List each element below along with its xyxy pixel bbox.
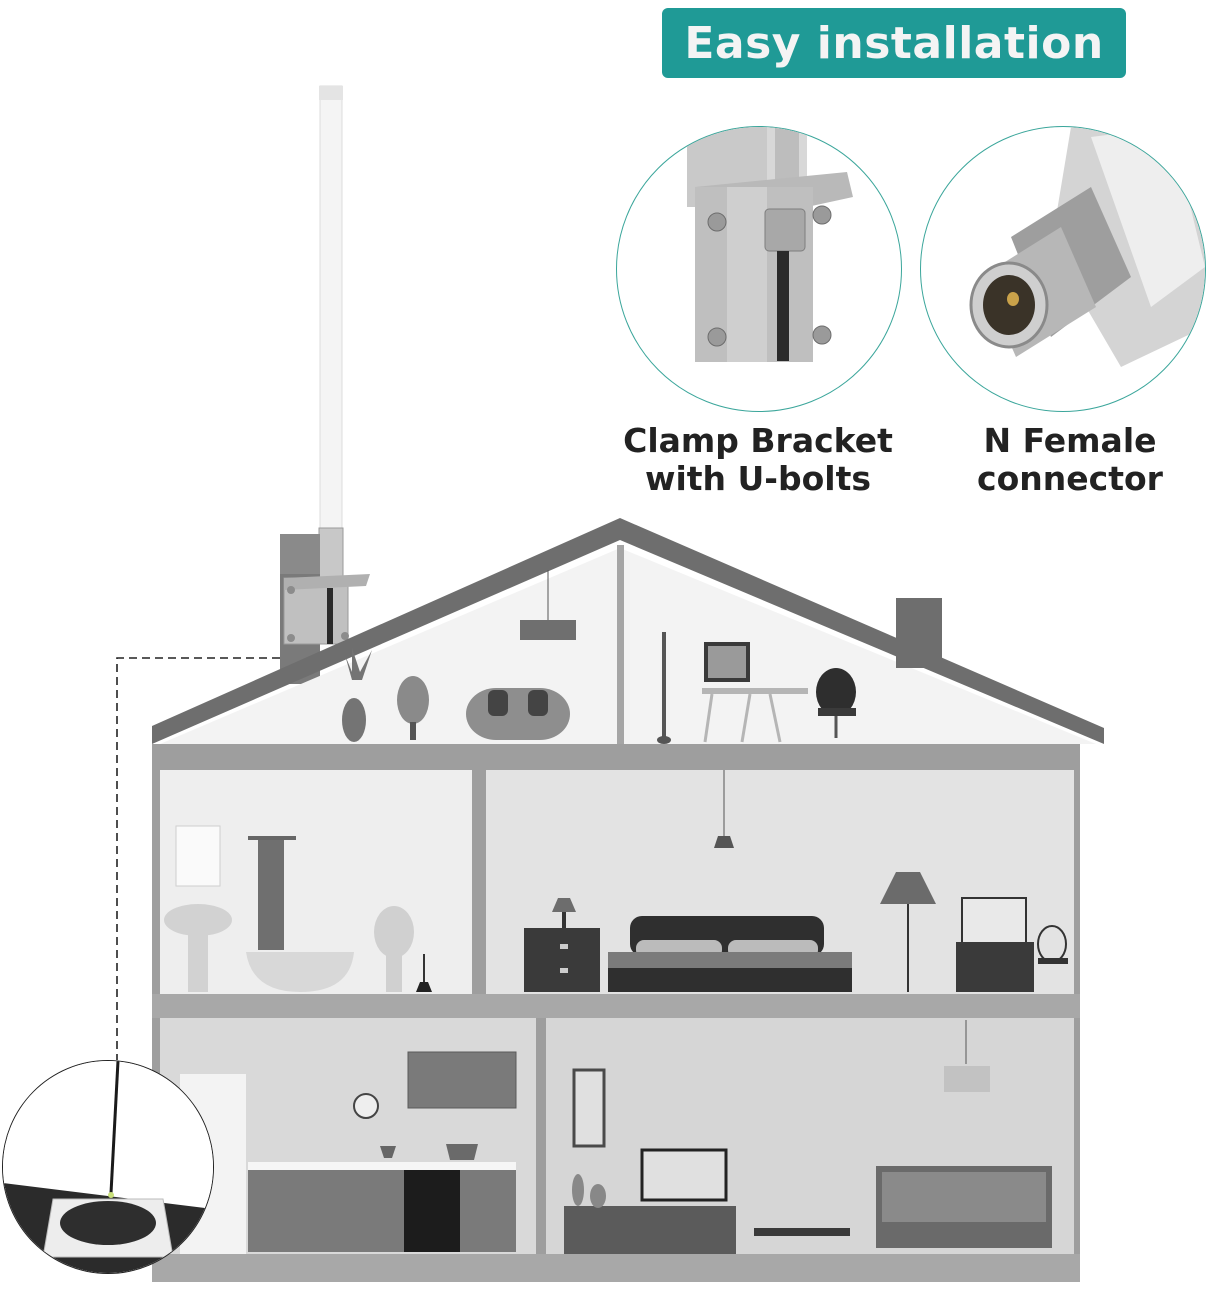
clamp-bracket-label-line2: with U-bolts bbox=[644, 459, 872, 498]
n-female-label-line2: connector bbox=[977, 459, 1163, 498]
roof bbox=[152, 518, 1104, 745]
indoor-device-icon bbox=[3, 1061, 213, 1273]
antenna-icon bbox=[318, 85, 344, 589]
bathroom-furniture bbox=[164, 825, 432, 992]
clamp-bracket-label: Clamp Bracket with U-bolts bbox=[608, 422, 908, 498]
clamp-bracket-icon bbox=[687, 127, 853, 362]
attic-right-furniture bbox=[657, 632, 856, 744]
indoor-device-closeup bbox=[2, 1060, 214, 1274]
n-female-label-line1: N Female bbox=[983, 421, 1157, 460]
kitchen-furniture bbox=[180, 1051, 517, 1254]
living-room-furniture bbox=[564, 1020, 1052, 1256]
clamp-bracket-closeup bbox=[616, 126, 902, 412]
clamp-bracket-label-line1: Clamp Bracket bbox=[623, 421, 893, 460]
cable-path bbox=[116, 657, 280, 1060]
bedroom-furniture bbox=[524, 770, 1068, 992]
attic-left-furniture bbox=[342, 570, 576, 742]
n-female-connector-closeup bbox=[920, 126, 1206, 412]
n-female-label: N Female connector bbox=[950, 422, 1190, 498]
easy-installation-banner: Easy installation bbox=[662, 8, 1126, 78]
n-connector-icon bbox=[969, 127, 1205, 367]
banner-title: Easy installation bbox=[684, 17, 1104, 69]
